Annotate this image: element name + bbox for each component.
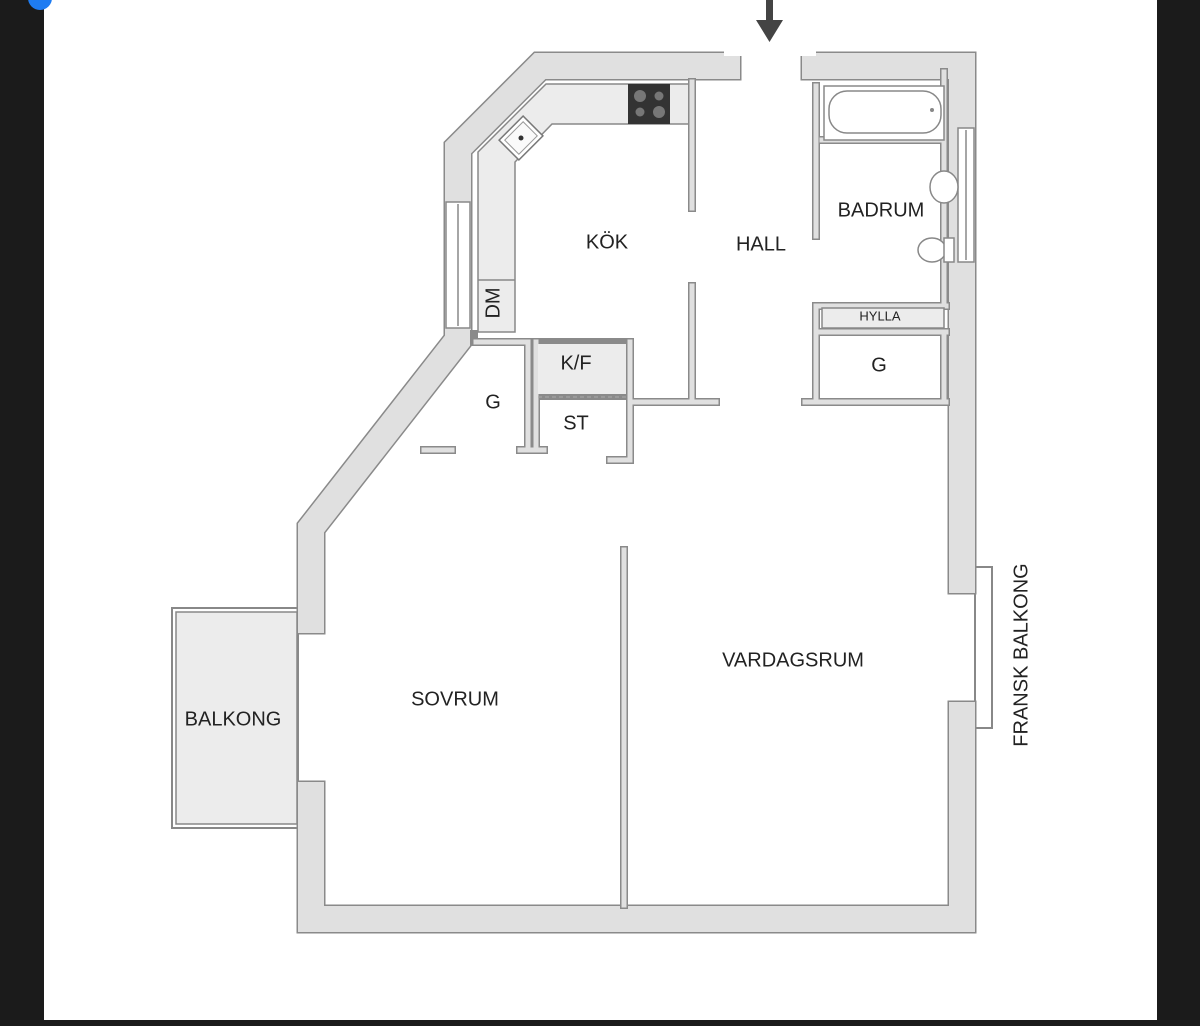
label-wardrobe-left: G: [485, 391, 501, 413]
notification-dot: [28, 0, 52, 10]
washbasin-icon: [929, 170, 959, 204]
label-dishwasher: DM: [482, 287, 504, 318]
windows: [445, 50, 975, 329]
toilet-icon: [917, 237, 955, 263]
room-label-bathroom: BADRUM: [838, 199, 925, 221]
label-fridge-freezer: K/F: [560, 352, 591, 374]
outer-walls: [311, 66, 962, 919]
label-french-balcony: FRANSK BALKONG: [1010, 563, 1032, 746]
room-label-balcony: BALKONG: [185, 708, 282, 730]
room-label-hall: HALL: [736, 233, 786, 255]
sink-icon: [498, 115, 544, 161]
fridge-freezer-block: [538, 344, 626, 394]
bathtub-icon: [823, 85, 945, 141]
room-label-bedroom: SOVRUM: [411, 688, 499, 710]
label-shelf: HYLLA: [859, 308, 901, 323]
shelf: [821, 307, 945, 329]
label-storage: ST: [563, 412, 589, 434]
room-label-living-room: VARDAGSRUM: [722, 649, 864, 671]
french-balcony-rail: [974, 566, 993, 729]
label-wardrobe-right: G: [871, 354, 887, 376]
room-label-kitchen: KÖK: [586, 231, 629, 253]
balcony: [171, 607, 299, 829]
entrance-arrow-icon: [756, 0, 783, 42]
stove-icon: [628, 84, 670, 124]
